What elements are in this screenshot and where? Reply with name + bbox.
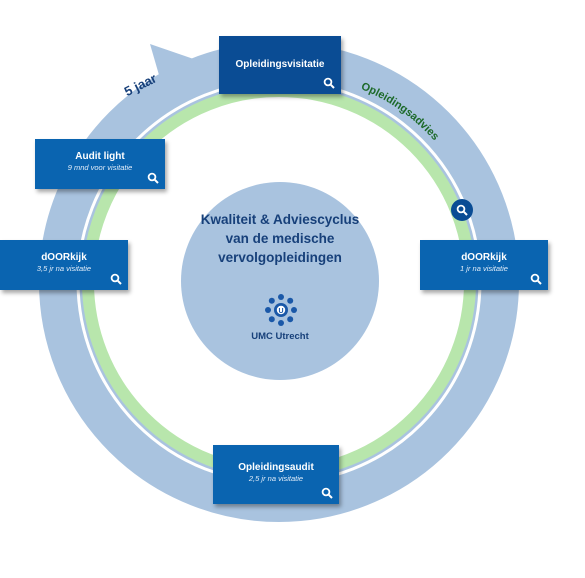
magnifier-icon[interactable]: [147, 172, 159, 184]
magnifier-icon: [456, 204, 468, 216]
box-subtitle: 3,5 jr na visitatie: [36, 264, 92, 273]
center-circle: Kwaliteit & Adviescyclus van de medische…: [181, 182, 379, 380]
cycle-arrow-head: [150, 44, 214, 106]
svg-text:U: U: [278, 308, 283, 315]
advies-magnifier-button[interactable]: [451, 199, 473, 221]
box-title: Opleidingsvisitatie: [235, 59, 325, 70]
magnifier-icon[interactable]: [321, 487, 333, 499]
box-subtitle: 1 jr na visitatie: [460, 264, 508, 273]
box-doorkijk-right[interactable]: dOORkijk 1 jr na visitatie: [420, 240, 548, 290]
box-title: dOORkijk: [461, 252, 507, 263]
magnifier-icon[interactable]: [530, 273, 542, 285]
box-audit-light[interactable]: Audit light 9 mnd voor visitatie: [35, 139, 165, 189]
box-title: Opleidingsaudit: [238, 462, 314, 473]
box-subtitle: 9 mnd voor visitatie: [67, 163, 133, 172]
magnifier-icon[interactable]: [110, 273, 122, 285]
box-opleidingsvisitatie[interactable]: Opleidingsvisitatie: [219, 36, 341, 94]
box-title: dOORkijk: [41, 252, 87, 263]
box-subtitle: 2,5 jr na visitatie: [248, 474, 304, 483]
umc-utrecht-logo: U: [265, 294, 297, 326]
box-title: Audit light: [75, 151, 125, 162]
box-doorkijk-left[interactable]: dOORkijk 3,5 jr na visitatie: [0, 240, 128, 290]
logo-text: UMC Utrecht: [251, 331, 309, 342]
magnifier-icon[interactable]: [323, 77, 335, 89]
box-opleidingsaudit[interactable]: Opleidingsaudit 2,5 jr na visitatie: [213, 445, 339, 504]
center-title: Kwaliteit & Adviescyclus van de medische…: [200, 212, 360, 265]
